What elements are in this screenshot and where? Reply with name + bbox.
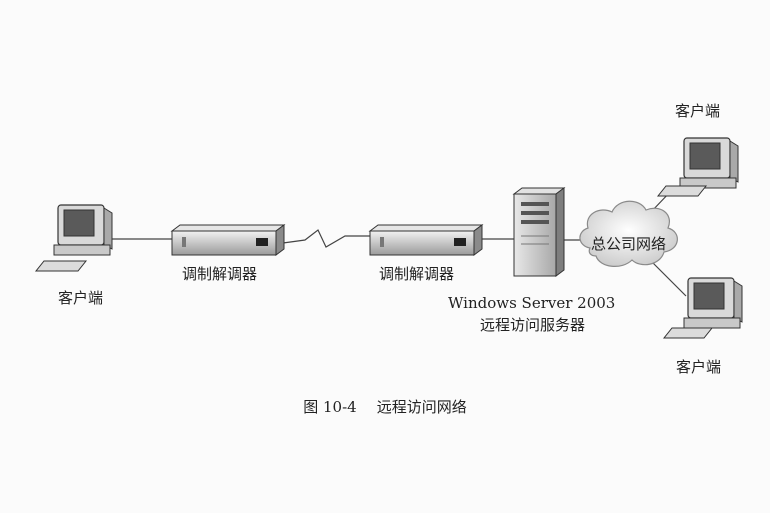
label-network-cloud: 总公司网络	[591, 235, 667, 253]
client-computer-top-right	[656, 137, 739, 197]
caption-title: 远程访问网络	[376, 398, 467, 416]
client-computer-left	[34, 204, 113, 272]
line-cloud-to-bottom-client	[651, 261, 687, 297]
label-modem-left: 调制解调器	[182, 265, 258, 283]
label-modem-right: 调制解调器	[379, 265, 455, 283]
label-server-role: 远程访问服务器	[480, 316, 586, 334]
label-client-left: 客户端	[58, 289, 104, 307]
caption-number: 图 10-4	[303, 398, 357, 416]
label-server-os: Windows Server 2003	[448, 294, 616, 312]
client-computer-bottom-right	[662, 277, 743, 339]
figure-caption: 图 10-4 远程访问网络	[0, 396, 770, 417]
modem-left	[170, 224, 286, 256]
label-client-bottom-right: 客户端	[676, 358, 722, 376]
modem-right	[368, 224, 484, 256]
dialup-link-zigzag	[282, 229, 370, 248]
remote-access-server	[512, 187, 566, 277]
label-client-top-right: 客户端	[675, 102, 721, 120]
head-office-network-cloud	[579, 200, 678, 267]
